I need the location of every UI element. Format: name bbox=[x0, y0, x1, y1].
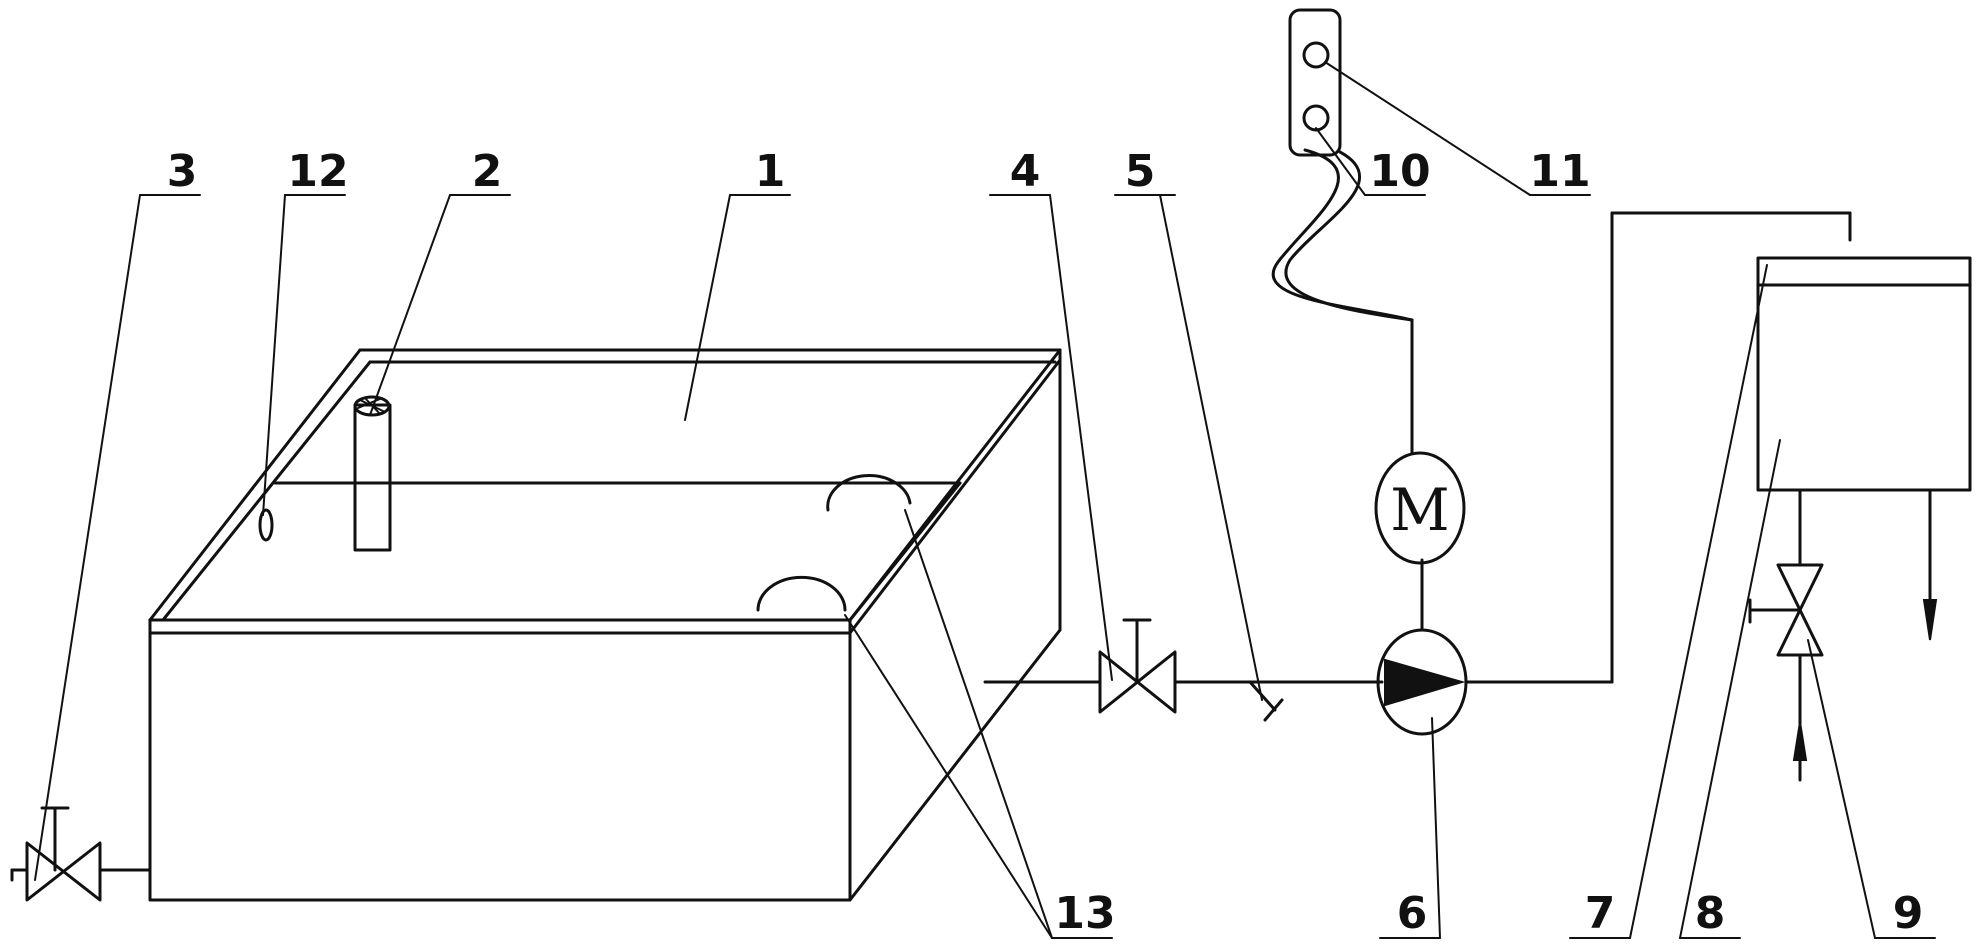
motor-symbol: M bbox=[1390, 476, 1449, 544]
pipe-2-filter-icon bbox=[353, 395, 391, 417]
pump-6 bbox=[1376, 628, 1468, 736]
hose-13-upper bbox=[826, 474, 912, 512]
label-12: 12 bbox=[287, 146, 348, 197]
pipe-2 bbox=[353, 403, 392, 552]
hose-13-lower bbox=[756, 575, 847, 612]
part-labels: 3 12 2 1 4 5 10 11 13 6 7 8 9 bbox=[167, 146, 1924, 939]
tank-front-face bbox=[148, 618, 852, 902]
label-2: 2 bbox=[472, 146, 503, 197]
suction-line bbox=[983, 618, 1384, 722]
filter-column bbox=[1748, 256, 1972, 782]
label-6: 6 bbox=[1397, 888, 1428, 939]
label-3: 3 bbox=[167, 146, 198, 197]
button-11 bbox=[1302, 41, 1330, 69]
valve-4 bbox=[1098, 650, 1177, 714]
leader-lines bbox=[34, 61, 1936, 939]
label-11: 11 bbox=[1529, 146, 1590, 197]
label-1: 1 bbox=[755, 146, 786, 197]
strainer-5 bbox=[1248, 680, 1277, 712]
label-8: 8 bbox=[1695, 888, 1726, 939]
valve-9 bbox=[1776, 563, 1824, 657]
label-9: 9 bbox=[1893, 888, 1924, 939]
sensor-12 bbox=[258, 508, 274, 542]
label-5: 5 bbox=[1125, 146, 1156, 197]
label-4: 4 bbox=[1010, 146, 1041, 197]
discharge-line bbox=[1464, 211, 1852, 684]
button-10 bbox=[1302, 104, 1330, 132]
label-7: 7 bbox=[1585, 888, 1616, 939]
water-tank bbox=[148, 348, 1062, 902]
control-box bbox=[1288, 8, 1342, 157]
drain-valve-3 bbox=[10, 806, 152, 902]
motor: M bbox=[1374, 451, 1466, 565]
label-13: 13 bbox=[1054, 888, 1115, 939]
label-10: 10 bbox=[1369, 146, 1430, 197]
